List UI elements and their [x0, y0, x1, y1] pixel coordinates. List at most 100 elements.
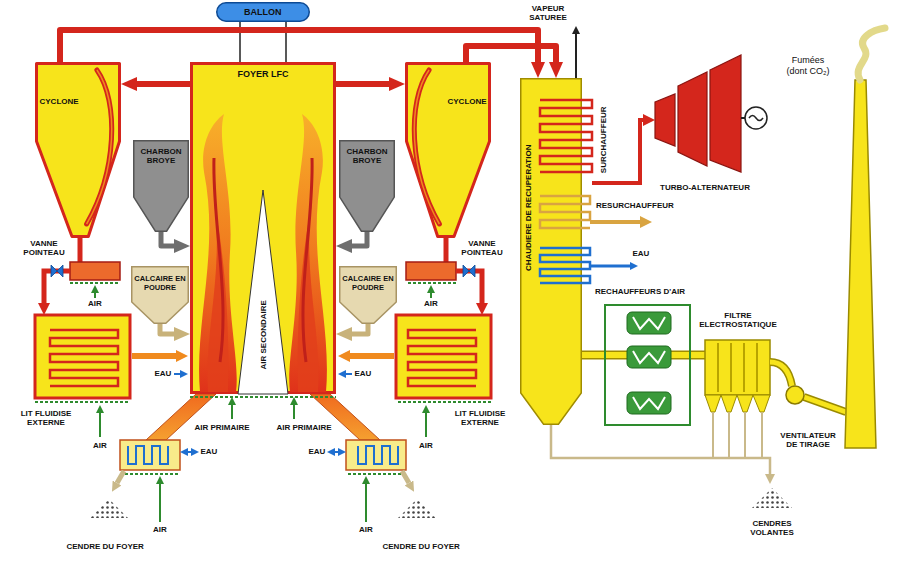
cyclone-separator-shape — [35, 62, 121, 238]
reheat-pipe — [590, 220, 640, 224]
shape-part — [540, 100, 592, 172]
shape-part — [540, 196, 590, 228]
coal-hopper-outline — [340, 141, 395, 232]
node-label: CYCLONE — [448, 97, 487, 107]
cyclone-separator-outline — [37, 64, 120, 237]
node-label: CYCLONE — [40, 97, 79, 107]
limestone-hopper-outline — [340, 267, 397, 324]
component-label: VENTILATEUR DE TIRAGE — [777, 431, 839, 450]
component-label: LIT FLUIDISE EXTERNE — [18, 409, 74, 428]
heat-recovery-boiler: CHAUDIERE DE RECUPERATION — [520, 78, 582, 425]
stack — [845, 80, 876, 448]
ash-line — [744, 412, 746, 458]
shape-part — [199, 114, 327, 394]
electrostatic-filter-symbol — [705, 340, 770, 412]
coal-hopper: CHARBON BROYE — [339, 140, 395, 232]
electrostatic-filter-symbol — [721, 395, 737, 412]
output-label: CENDRE DU FOYER — [383, 542, 460, 552]
cyclone-separator-outline — [407, 64, 490, 237]
drum-box: BALLON — [216, 2, 310, 22]
draught-fan-symbol — [770, 362, 792, 386]
air-heater-symbol — [633, 397, 665, 409]
stream-label: AIR — [153, 525, 167, 535]
turbine-symbol — [710, 55, 741, 172]
draught-fan-symbol — [770, 362, 846, 412]
ash-line — [728, 412, 730, 458]
shape-part — [340, 141, 395, 232]
ash-line — [551, 425, 770, 474]
stream-label: EAU — [309, 447, 326, 457]
generator-symbol — [745, 107, 767, 129]
stream-label: AIR — [88, 299, 102, 309]
shape-part — [303, 158, 312, 362]
node-label: CALCAIRE EN POUDRE — [342, 274, 394, 292]
node-label: CALCAIRE EN POUDRE — [134, 274, 186, 292]
shape-part — [214, 158, 223, 362]
shape-part — [521, 79, 582, 425]
electrostatic-filter-symbol — [737, 395, 753, 412]
flue-gas-duct — [130, 81, 190, 87]
output-label: CENDRES VOLANTES — [747, 519, 797, 538]
component-label: SURCHAUFFEUR — [598, 106, 608, 173]
stream-label: AIR — [419, 441, 433, 451]
stream-label: EAU — [201, 447, 218, 457]
valve-label: VANNE POINTEAU — [20, 239, 68, 258]
electrostatic-filter-symbol — [743, 343, 745, 392]
smoke-plume — [858, 28, 885, 80]
shape-part — [87, 70, 112, 224]
fly-ash-heap — [752, 488, 792, 508]
air-heater-symbol — [605, 305, 690, 425]
air-grid — [190, 396, 336, 398]
stream-label: AIR SECONDAIRE — [258, 299, 268, 370]
electrostatic-filter-symbol — [753, 395, 770, 412]
flue-gas-duct — [336, 81, 396, 87]
component-label: TURBO-ALTERNATEUR — [660, 183, 750, 193]
furnace-box-outline — [192, 64, 335, 395]
shape-part — [414, 70, 439, 224]
electrostatic-filter-symbol — [705, 340, 770, 395]
shape-part — [37, 64, 120, 237]
stream-label: EAU — [633, 249, 650, 259]
node-label: CHARBON BROYE — [342, 147, 392, 166]
air-heater-symbol — [605, 305, 690, 425]
air-heater-symbol — [633, 317, 665, 329]
turbine-symbol — [655, 94, 675, 146]
node-label: CHARBON BROYE — [136, 147, 186, 166]
shape-part — [199, 114, 237, 392]
node-label: CHAUDIERE DE RECUPERATION — [524, 145, 534, 272]
shape-part — [238, 190, 288, 394]
draught-fan-symbol — [770, 362, 792, 386]
turbine-symbol — [678, 72, 707, 166]
exhaust-label: Fumées (dont CO₂) — [782, 55, 834, 77]
shape-part — [289, 114, 327, 392]
stream-label: EAU — [355, 369, 372, 379]
limestone-hopper: CALCAIRE EN POUDRE — [131, 266, 189, 324]
draught-fan-symbol — [786, 386, 804, 404]
generator-symbol — [749, 116, 763, 121]
shape-part — [414, 70, 439, 224]
water-pipe — [590, 265, 630, 268]
component-label: RESURCHAUFFEUR — [596, 201, 674, 211]
limestone-hopper-outline — [132, 267, 189, 324]
coal-hopper: CHARBON BROYE — [133, 140, 189, 232]
shape-part — [540, 248, 590, 283]
electrostatic-filter-symbol — [730, 343, 732, 392]
shape-part — [87, 70, 112, 224]
air-heater-symbol — [627, 346, 671, 368]
shape-part — [340, 267, 397, 324]
valve-label: VANNE POINTEAU — [458, 239, 506, 258]
draught-fan-symbol — [804, 397, 846, 412]
coal-feed-pipe — [161, 232, 181, 246]
coal-feed-pipe — [345, 232, 367, 246]
component-label: RECHAUFFEURS D'AIR — [595, 287, 685, 297]
component-label: FILTRE ELECTROSTATIQUE — [696, 311, 780, 330]
electrostatic-filter-symbol — [756, 343, 758, 392]
stream-label: AIR PRIMAIRE — [277, 423, 332, 433]
stream-label: VAPEUR SATUREE — [525, 4, 571, 23]
shape-part — [134, 141, 189, 232]
cyclone-separator-shape — [405, 62, 491, 238]
drum-box-outline — [217, 3, 310, 22]
ash-line — [761, 412, 763, 458]
shape-part — [217, 3, 310, 22]
